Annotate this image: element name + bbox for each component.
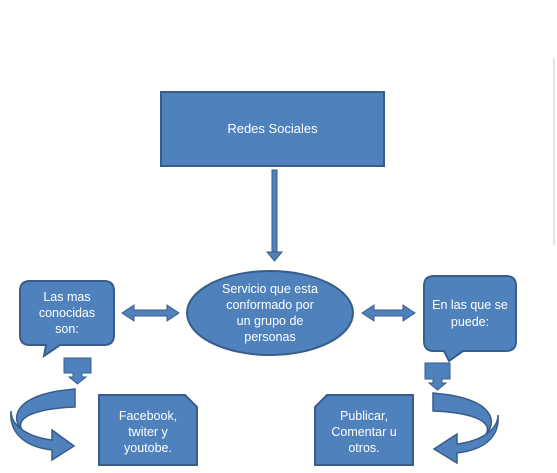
left-down-arrow-callout [63, 357, 92, 385]
left-callout-box [19, 280, 115, 359]
left-result-box [98, 394, 198, 466]
title-label: Redes Sociales [227, 120, 318, 136]
right-double-arrow [361, 304, 416, 322]
title-box [160, 91, 385, 167]
left-curved-arrow-band [15, 388, 76, 431]
right-curved-arrow [432, 414, 499, 465]
right-down-arrow-callout [424, 362, 451, 391]
down-arrow-connector [265, 169, 284, 262]
right-callout-box [423, 275, 517, 363]
right-result-box [314, 394, 414, 466]
right-callout-label: En las que se puede: [432, 298, 508, 329]
right-curved-arrow-band [432, 392, 493, 435]
definition-ellipse [186, 270, 354, 356]
left-result-label: Facebook, twiter y youtobe. [118, 408, 178, 456]
definition-label: Servicio que esta conformado por un grup… [222, 281, 318, 345]
left-callout-label: Las mas conocidas son: [38, 289, 96, 337]
left-double-arrow [121, 304, 180, 322]
left-curved-arrow [10, 410, 76, 462]
right-result-label: Publicar, Comentar u otros. [331, 408, 397, 456]
